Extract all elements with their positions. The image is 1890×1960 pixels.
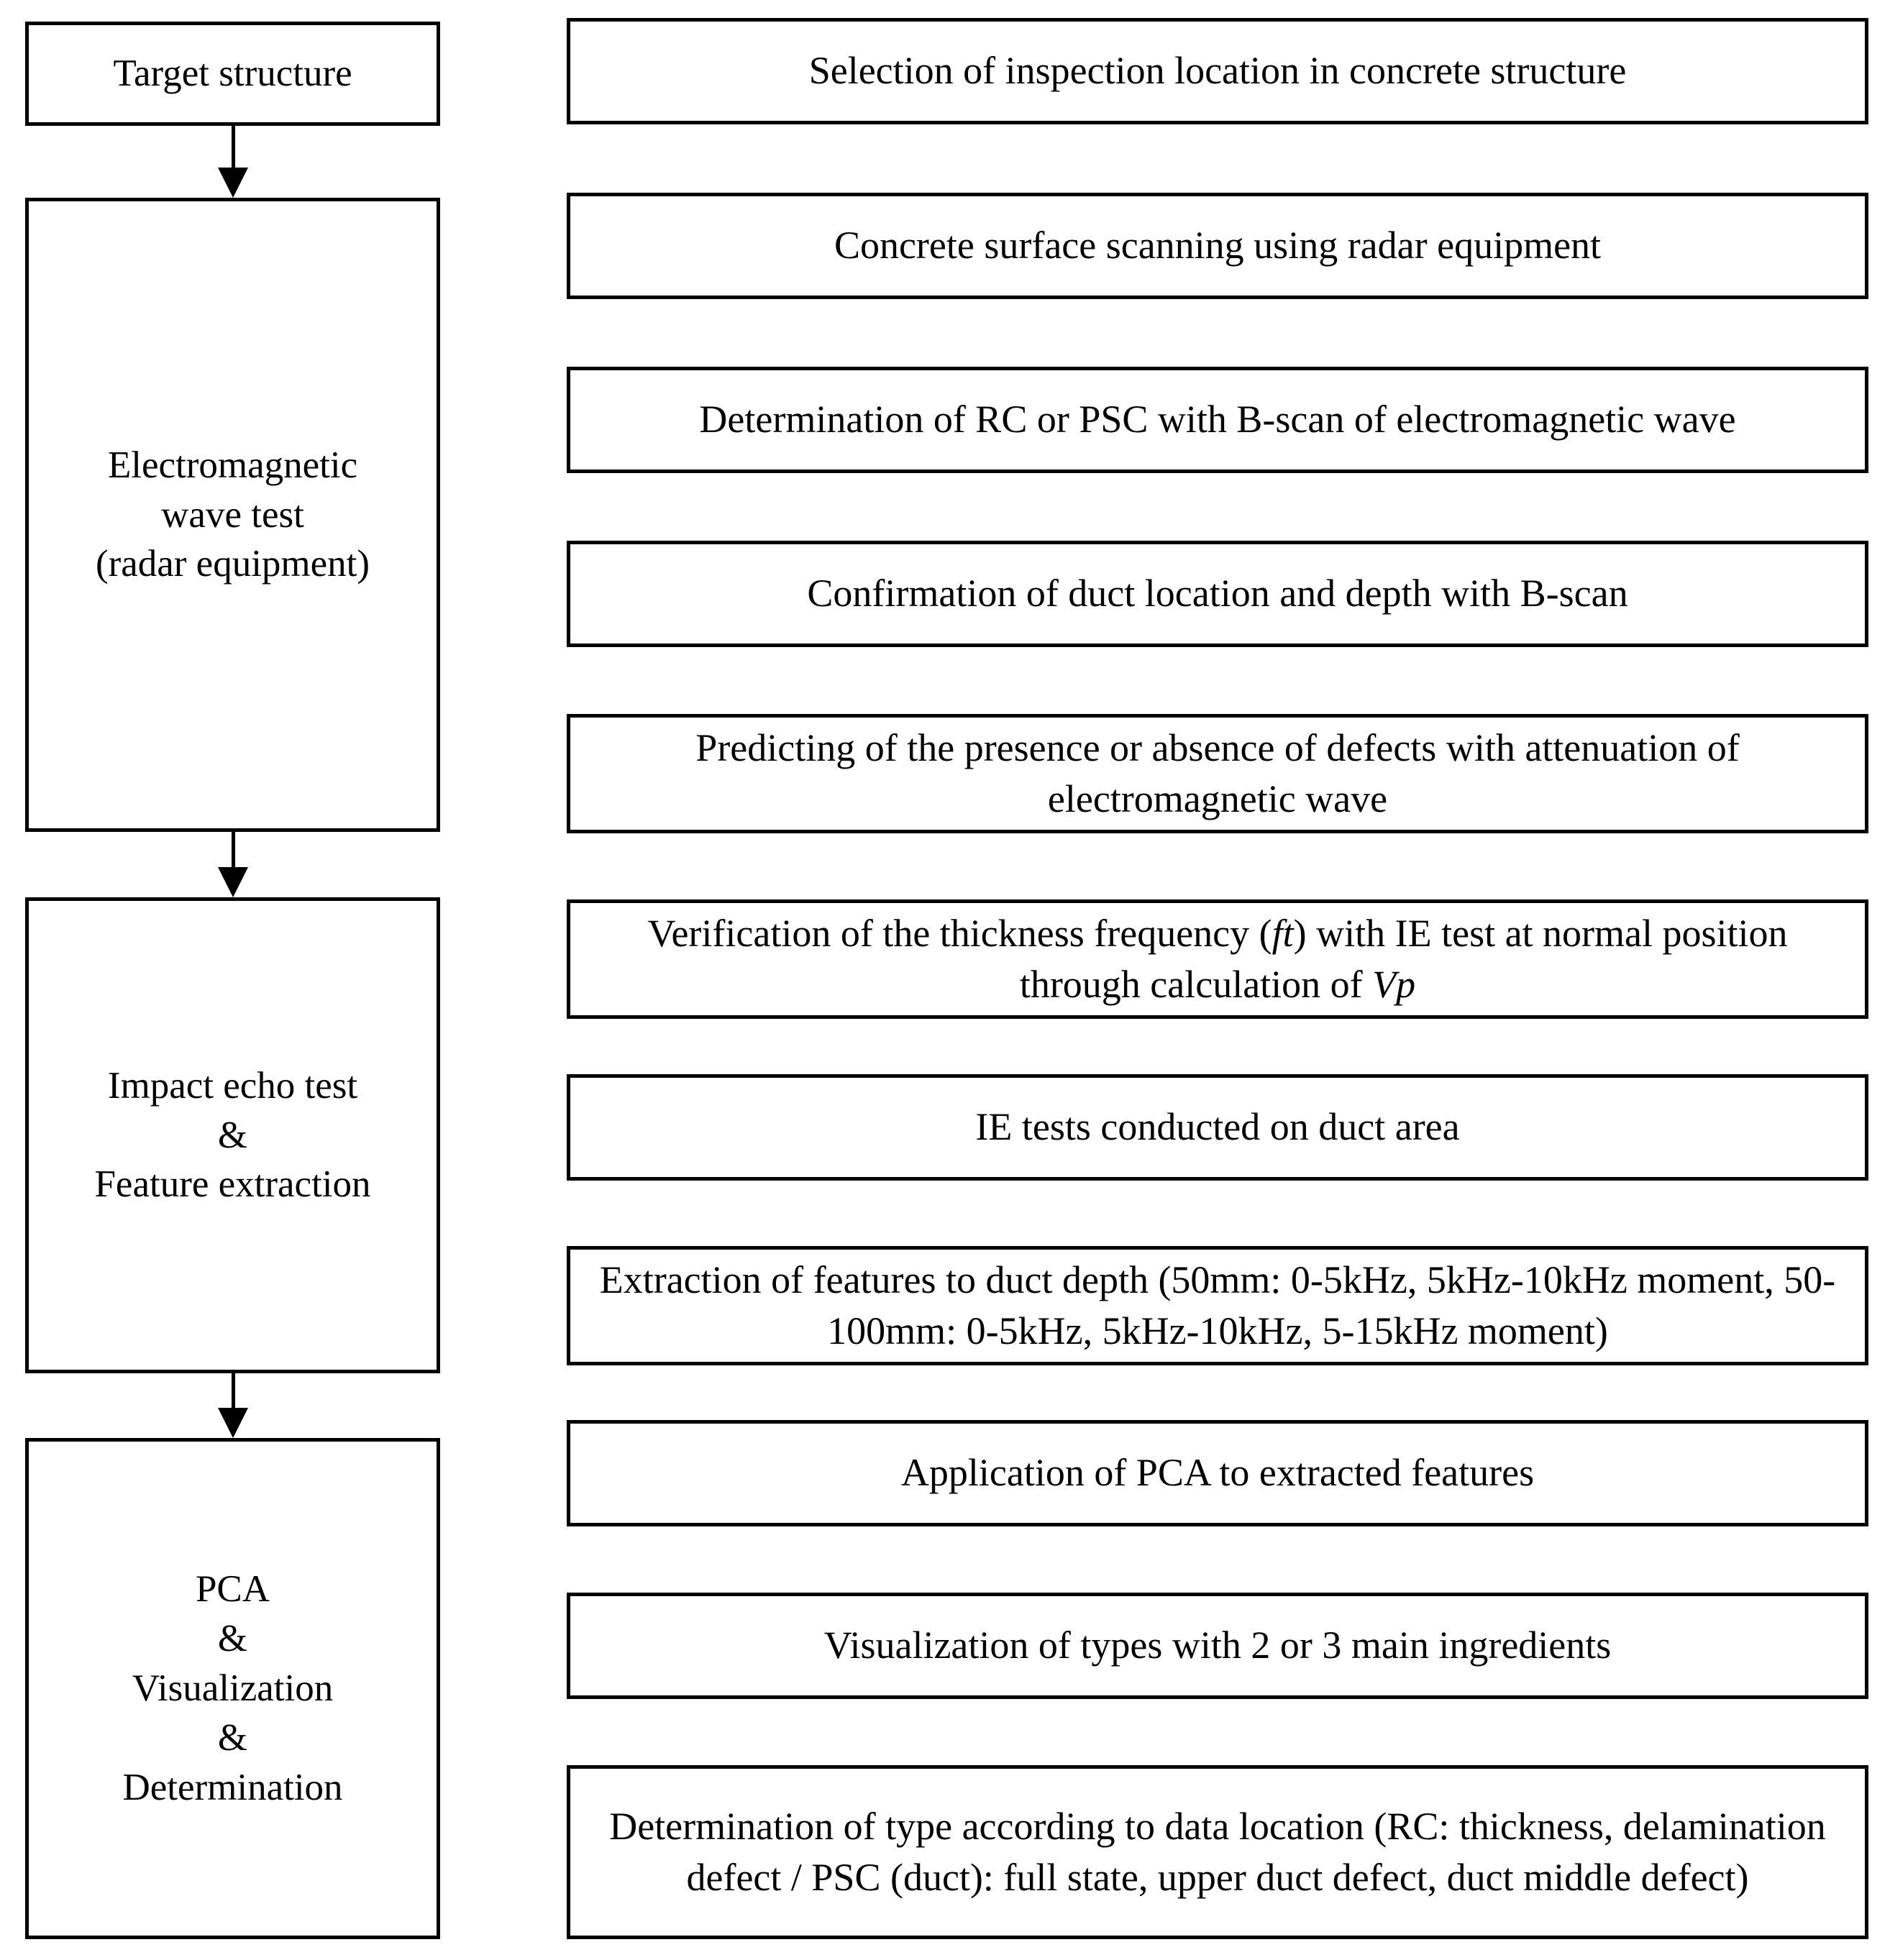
stage-box-impact-echo-test: Impact echo test & Feature extraction <box>25 897 440 1373</box>
stage-box-electromagnetic-wave-test: Electromagnetic wave test (radar equipme… <box>25 198 440 832</box>
step-label-concrete-surface-scanning: Concrete surface scanning using radar eq… <box>834 224 1602 267</box>
verification-italic-ft: ft <box>1272 911 1294 955</box>
step-box-determination-of-type: Determination of type according to data … <box>567 1765 1868 1939</box>
step-label-application-of-pca: Application of PCA to extracted features <box>900 1451 1535 1495</box>
stage-box-target-structure: Target structure <box>25 22 440 126</box>
step-box-concrete-surface-scanning: Concrete surface scanning using radar eq… <box>567 193 1868 299</box>
step-box-extraction-of-features: Extraction of features to duct depth (50… <box>567 1246 1868 1365</box>
stage-label-impact-echo-test: Impact echo test & Feature extraction <box>94 1064 371 1206</box>
step-box-predicting-defects-attenuation: Predicting of the presence or absence of… <box>567 714 1868 833</box>
arrow-shaft <box>232 126 235 170</box>
arrow-head-icon <box>218 168 248 198</box>
stage-box-pca-visualization-determination: PCA & Visualization & Determination <box>25 1438 440 1939</box>
stage-label-pca-visualization-determination: PCA & Visualization & Determination <box>122 1568 343 1808</box>
step-label-visualization-of-types: Visualization of types with 2 or 3 main … <box>823 1624 1612 1667</box>
verification-text-part-1: Verification of the thickness frequency … <box>647 911 1272 955</box>
step-box-application-of-pca: Application of PCA to extracted features <box>567 1420 1868 1526</box>
step-label-determination-of-type: Determination of type according to data … <box>609 1804 1826 1899</box>
step-label-verification-thickness-frequency: Verification of the thickness frequency … <box>570 908 1865 1011</box>
arrow-head-icon <box>218 867 248 897</box>
verification-italic-vp: Vp <box>1372 963 1416 1006</box>
step-box-confirmation-duct-location-depth: Confirmation of duct location and depth … <box>567 541 1868 647</box>
step-label-predicting-defects-attenuation: Predicting of the presence or absence of… <box>695 725 1740 820</box>
step-label-confirmation-duct-location-depth: Confirmation of duct location and depth … <box>807 572 1628 615</box>
step-box-verification-thickness-frequency: Verification of the thickness frequency … <box>567 899 1868 1019</box>
step-box-ie-tests-on-duct-area: IE tests conducted on duct area <box>567 1074 1868 1181</box>
verification-text-part-2: ) with IE test at normal position throug… <box>1019 911 1788 1006</box>
step-label-determination-rc-or-psc: Determination of RC or PSC with B-scan o… <box>699 398 1736 441</box>
step-label-ie-tests-on-duct-area: IE tests conducted on duct area <box>975 1105 1460 1149</box>
step-box-determination-rc-or-psc: Determination of RC or PSC with B-scan o… <box>567 367 1868 473</box>
step-label-selection-of-inspection-location: Selection of inspection location in conc… <box>808 49 1627 93</box>
step-box-visualization-of-types: Visualization of types with 2 or 3 main … <box>567 1593 1868 1699</box>
step-box-selection-of-inspection-location: Selection of inspection location in conc… <box>567 18 1868 124</box>
stage-label-target-structure: Target structure <box>113 52 352 95</box>
stage-label-electromagnetic-wave-test: Electromagnetic wave test (radar equipme… <box>95 444 370 585</box>
arrow-shaft <box>232 832 235 870</box>
arrow-head-icon <box>218 1408 248 1438</box>
step-label-extraction-of-features: Extraction of features to duct depth (50… <box>599 1258 1836 1352</box>
arrow-shaft <box>232 1373 235 1411</box>
